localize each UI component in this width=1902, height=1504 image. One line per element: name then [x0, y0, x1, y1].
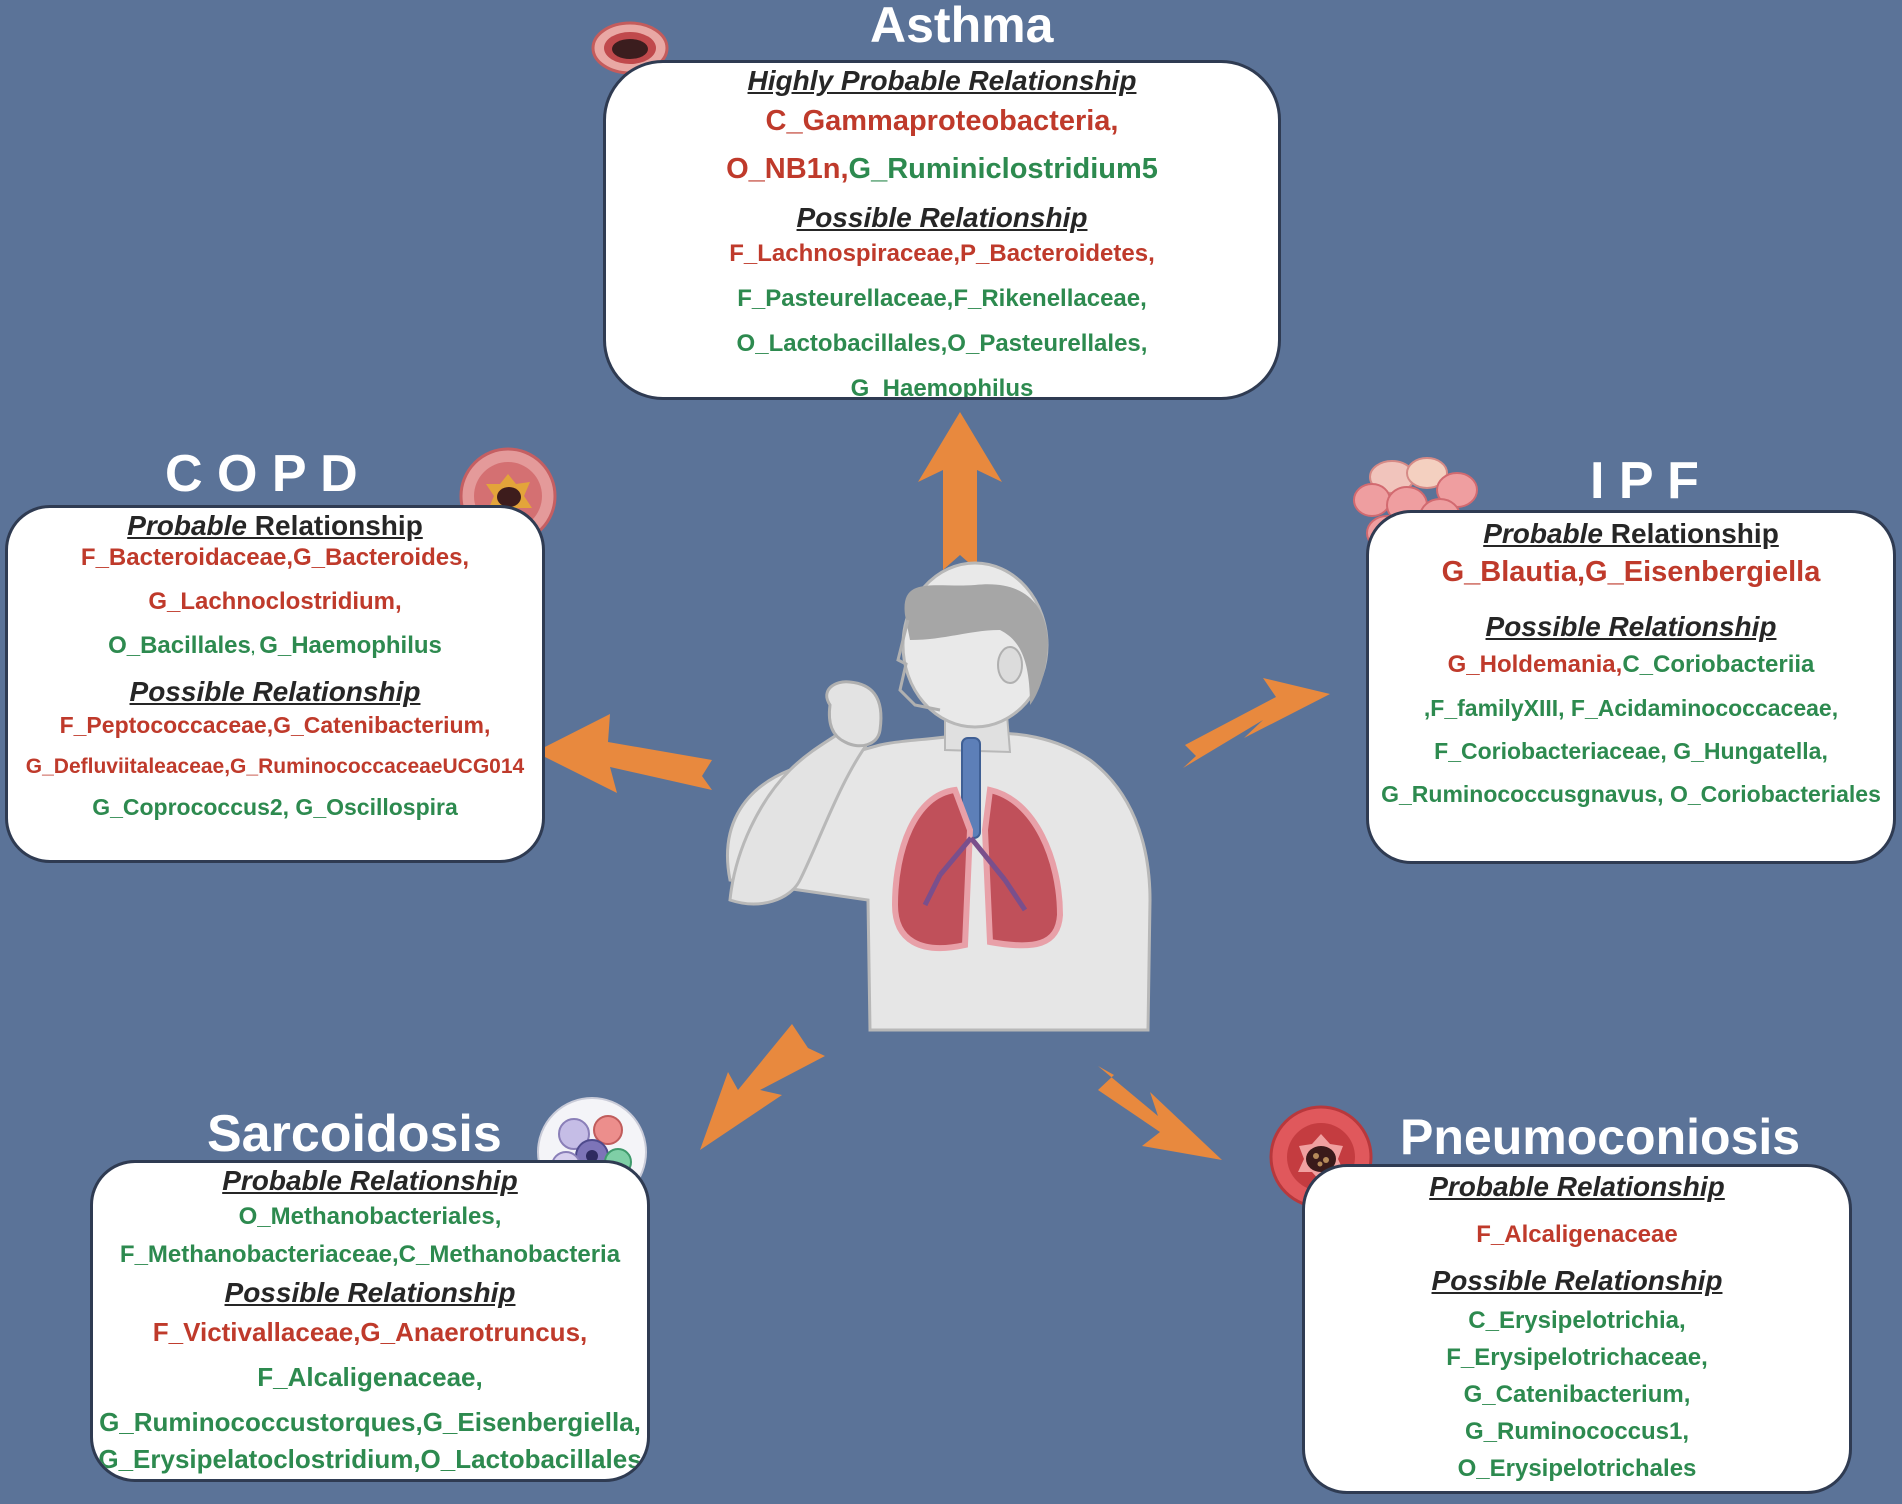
arrow-to-ipf — [1183, 678, 1330, 768]
copd-possible-header: Possible Relationship — [129, 676, 421, 707]
pneumoconiosis-possible-line-3: G_Catenibacterium, — [1463, 1381, 1691, 1408]
ipf-probable-line-1: G_Blautia,G_Eisenbergiella — [1441, 556, 1821, 588]
sarcoidosis-possible-line-1: F_Victivallaceae,G_Anaerotruncus, — [152, 1317, 588, 1347]
pneumoconiosis-card: Probable Relationship F_Alcaligenaceae P… — [1302, 1164, 1852, 1494]
arrow-to-sarcoidosis — [700, 1024, 825, 1150]
asthma-highly-probable-item-increase: O_NB1n, — [726, 153, 849, 185]
airway-cross-section-icon — [591, 21, 669, 75]
asthma-highly-probable-line-2: O_NB1n,G_Ruminiclostridium5 — [606, 153, 1278, 186]
ipf-possible-line-4: G_Ruminococcusgnavus, O_Coriobacteriales — [1381, 781, 1881, 807]
asthma-card: Highly Probable Relationship C_Gammaprot… — [603, 60, 1281, 400]
ipf-possible-line-1: G_Holdemania,C_Coriobacteriia — [1369, 651, 1893, 679]
copd-probable-item-haemophilus: G_Haemophilus — [259, 632, 442, 659]
sarcoidosis-title: Sarcoidosis — [207, 1105, 502, 1163]
ipf-probable-header-plain: Relationship — [1603, 518, 1779, 549]
ipf-probable-header-italic: Probable — [1483, 518, 1603, 549]
coughing-person-figure — [726, 561, 1152, 1032]
asthma-highly-probable-line-1: C_Gammaproteobacteria, — [765, 105, 1119, 137]
sarcoidosis-probable-line-1: O_Methanobacteriales, — [238, 1203, 502, 1230]
copd-probable-item-separator: , — [250, 640, 260, 657]
asthma-title: Asthma — [870, 0, 1054, 53]
pneumoconiosis-probable-header: Probable Relationship — [1429, 1171, 1725, 1202]
copd-possible-line-1: F_Peptococcaceae,G_Catenibacterium, — [59, 712, 491, 738]
copd-card: Probable Relationship F_Bacteroidaceae,G… — [5, 505, 545, 863]
sarcoidosis-probable-header: Probable Relationship — [222, 1165, 518, 1196]
asthma-possible-line-1: F_Lachnospiraceae,P_Bacteroidetes, — [729, 240, 1155, 267]
copd-probable-header-italic: Probable — [127, 510, 247, 541]
ipf-possible-line-3: F_Coriobacteriaceae, G_Hungatella, — [1434, 738, 1828, 764]
sarcoidosis-possible-header: Possible Relationship — [224, 1277, 516, 1308]
pneumoconiosis-possible-line-2: F_Erysipelotrichaceae, — [1446, 1344, 1708, 1371]
asthma-highly-probable-item-decrease: G_Ruminiclostridium5 — [848, 153, 1158, 185]
copd-possible-line-2: G_Defluviitaleaceae,G_RuminococcaceaeUCG… — [25, 755, 525, 778]
ipf-possible-item-coriobacteriia: C_Coriobacteriia — [1622, 651, 1815, 678]
copd-probable-item-bacillales: O_Bacillales — [108, 632, 251, 659]
ipf-probable-header: Probable Relationship — [1369, 518, 1893, 550]
pneumoconiosis-possible-header: Possible Relationship — [1431, 1265, 1723, 1296]
copd-title: C O P D — [165, 445, 358, 503]
copd-probable-line-3: O_Bacillales, G_Haemophilus — [8, 632, 542, 660]
arrow-to-pneumoconiosis — [1098, 1066, 1222, 1160]
asthma-possible-line-2: F_Pasteurellaceae,F_Rikenellaceae, — [737, 285, 1147, 312]
pneumoconiosis-possible-line-1: C_Erysipelotrichia, — [1468, 1307, 1686, 1334]
sarcoidosis-possible-line-3: G_Ruminococcustorques,G_Eisenbergiella, — [99, 1407, 641, 1437]
ipf-possible-item-holdemania: G_Holdemania, — [1447, 651, 1623, 678]
arrow-to-copd — [535, 714, 712, 793]
asthma-possible-header: Possible Relationship — [796, 202, 1088, 233]
arrow-to-asthma — [918, 412, 1002, 570]
ipf-card: Probable Relationship G_Blautia,G_Eisenb… — [1366, 510, 1896, 864]
sarcoidosis-probable-line-2: F_Methanobacteriaceae,C_Methanobacteria — [119, 1241, 621, 1268]
pneumoconiosis-possible-line-4: G_Ruminococcus1, — [1464, 1418, 1690, 1445]
copd-possible-line-3: G_Coprococcus2, G_Oscillospira — [92, 794, 458, 820]
copd-probable-line-1: F_Bacteroidaceae,G_Bacteroides, — [80, 544, 470, 571]
sarcoidosis-possible-line-2: F_Alcaligenaceae, — [257, 1362, 483, 1392]
ipf-title: I P F — [1590, 452, 1699, 510]
ipf-possible-line-2: ,F_familyXIII, F_Acidaminococcaceae, — [1423, 695, 1839, 721]
copd-probable-line-2: G_Lachnoclostridium, — [148, 588, 402, 615]
pneumoconiosis-possible-line-5: O_Erysipelotrichales — [1457, 1455, 1697, 1482]
copd-probable-header: Probable Relationship — [8, 510, 542, 542]
sarcoidosis-possible-line-4: G_Erysipelatoclostridium,O_Lactobacillal… — [98, 1444, 642, 1474]
asthma-highly-probable-header: Highly Probable Relationship — [747, 65, 1137, 96]
pneumoconiosis-title: Pneumoconiosis — [1400, 1109, 1801, 1165]
asthma-possible-line-4: G_Haemophilus — [850, 375, 1034, 400]
asthma-possible-line-3: O_Lactobacillales,O_Pasteurellales, — [736, 330, 1148, 357]
sarcoidosis-card: Probable Relationship O_Methanobacterial… — [90, 1160, 650, 1482]
pneumoconiosis-probable-line-1: F_Alcaligenaceae — [1476, 1221, 1678, 1248]
copd-probable-header-plain: Relationship — [247, 510, 423, 541]
ipf-possible-header: Possible Relationship — [1485, 611, 1777, 642]
